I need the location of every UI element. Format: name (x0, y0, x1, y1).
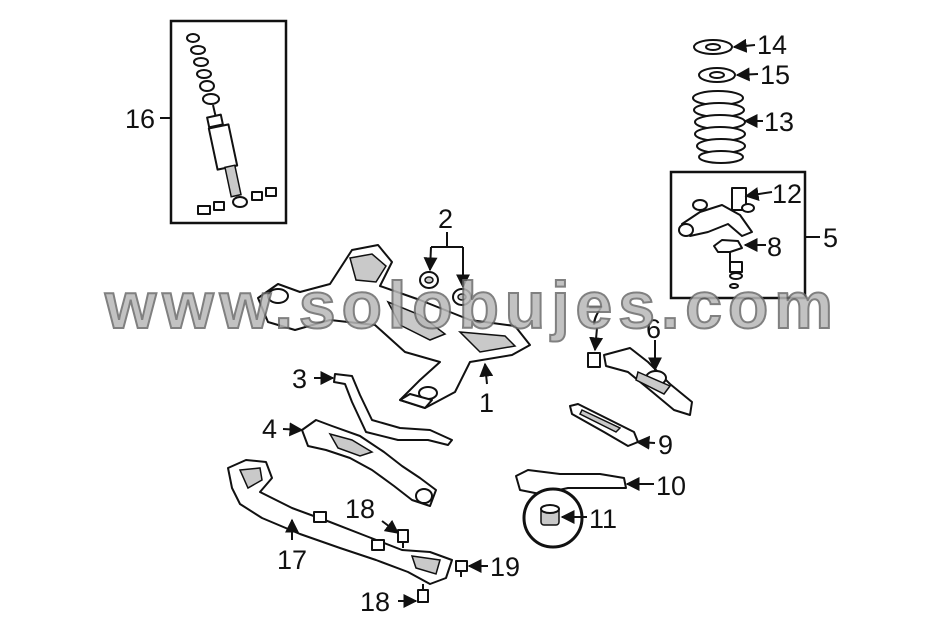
upper-control-arm (678, 187, 755, 237)
rear-crossmember (257, 244, 531, 409)
ball-joint (713, 239, 743, 289)
spring-group: 14 15 13 (692, 30, 794, 164)
callout-15: 15 (760, 60, 790, 90)
toe-link (515, 469, 627, 495)
callout-8: 8 (767, 232, 782, 262)
callout-7: 7 (588, 301, 603, 331)
mount-nut (455, 560, 468, 577)
shock-absorber-kit-group: 16 (125, 19, 288, 225)
shock-bushing-stack (186, 33, 220, 105)
callout-18-upper: 18 (345, 494, 375, 524)
callout-4: 4 (262, 414, 277, 444)
coil-spring (692, 90, 746, 164)
crossmember-bushings (419, 232, 472, 306)
callout-6: 6 (646, 314, 661, 344)
stabilizer-bar (333, 373, 453, 446)
trailing-arm (301, 419, 437, 507)
mount-bolt-upper (397, 529, 409, 548)
callout-11: 11 (589, 504, 617, 534)
mount-bolt-lower (417, 584, 429, 603)
rear-lower-member (227, 459, 453, 585)
callout-13: 13 (764, 107, 794, 137)
callout-3: 3 (292, 364, 307, 394)
watermark: www.solobujes.com (104, 268, 839, 342)
callout-14: 14 (757, 30, 787, 60)
shock-absorber (206, 104, 248, 208)
callout-12: 12 (772, 179, 802, 209)
upper-arm-kit-frame (669, 170, 807, 300)
callout-17: 17 (277, 545, 307, 575)
callout-19: 19 (490, 552, 520, 582)
callout-18-lower: 18 (360, 587, 390, 617)
lower-arm-bushing-small (587, 352, 601, 368)
callout-1: 1 (479, 388, 494, 418)
shock-kit-frame (169, 19, 288, 225)
lateral-link (569, 403, 639, 447)
upper-arm-kit-group: 12 8 5 (669, 170, 838, 300)
callout-9: 9 (658, 430, 673, 460)
callout-16: 16 (125, 104, 155, 134)
lower-control-arm (603, 347, 693, 416)
callout-2: 2 (438, 204, 453, 234)
callout-5: 5 (823, 223, 838, 253)
shock-mount-hardware (197, 187, 277, 215)
callout-10: 10 (656, 471, 686, 501)
